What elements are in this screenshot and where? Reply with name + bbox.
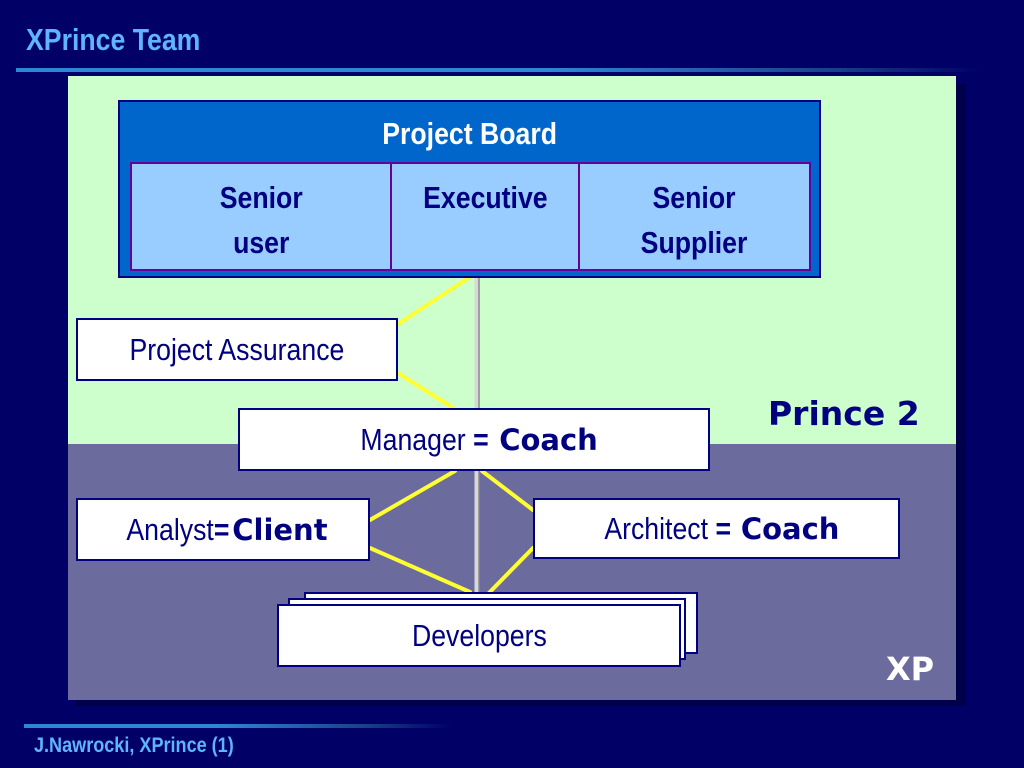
manager-label: Manager = xyxy=(361,422,489,458)
architect-role: Architect xyxy=(603,510,708,546)
xp-region-label: XP xyxy=(886,650,935,688)
architect-label: Architect = xyxy=(604,511,731,547)
project-board-title: Project Board xyxy=(382,116,557,151)
manager-role: Manager xyxy=(360,421,466,457)
project-assurance-label: Project Assurance xyxy=(129,331,345,367)
analyst-xp-role: Client xyxy=(232,512,328,547)
role-senior-user-label: Senior user xyxy=(219,180,303,260)
developers-label: Developers xyxy=(411,617,547,653)
manager-equals: = xyxy=(465,421,489,457)
footer-divider xyxy=(24,724,452,728)
prince2-region-label: Prince 2 xyxy=(768,394,920,433)
yellow-connectors xyxy=(368,275,535,600)
title-divider xyxy=(16,68,982,72)
analyst-box: Analyst=Client xyxy=(76,498,370,561)
architect-box: Architect = Coach xyxy=(533,498,900,559)
developers-box: Developers xyxy=(277,604,681,667)
project-assurance-box: Project Assurance xyxy=(76,318,398,381)
connector-manager-to-analyst xyxy=(368,469,457,522)
connector-architect-to-developers xyxy=(482,546,535,600)
connector-assurance-to-manager xyxy=(396,371,457,411)
architect-xp-role: Coach xyxy=(740,511,840,546)
role-senior-user: Senior user xyxy=(130,162,392,271)
role-executive: Executive xyxy=(390,162,580,271)
connector-assurance-to-board xyxy=(396,275,472,326)
connector-analyst-to-developers xyxy=(368,546,472,594)
role-senior-supplier-label: Senior Supplier xyxy=(641,180,748,260)
connector-manager-to-architect xyxy=(480,469,535,512)
role-executive-label: Executive xyxy=(422,180,548,215)
slide-title: XPrince Team xyxy=(26,22,201,57)
footer-credit: J.Nawrocki, XPrince (1) xyxy=(34,734,234,757)
analyst-label: Analyst= xyxy=(127,512,230,548)
architect-equals: = xyxy=(707,510,731,546)
analyst-role: Analyst xyxy=(126,511,215,547)
role-senior-supplier: Senior Supplier xyxy=(578,162,811,271)
manager-xp-role: Coach xyxy=(499,422,598,457)
manager-box: Manager = Coach xyxy=(238,408,710,471)
project-board: Project Board Senior user Executive Seni… xyxy=(118,100,821,278)
analyst-equals: = xyxy=(214,511,230,547)
